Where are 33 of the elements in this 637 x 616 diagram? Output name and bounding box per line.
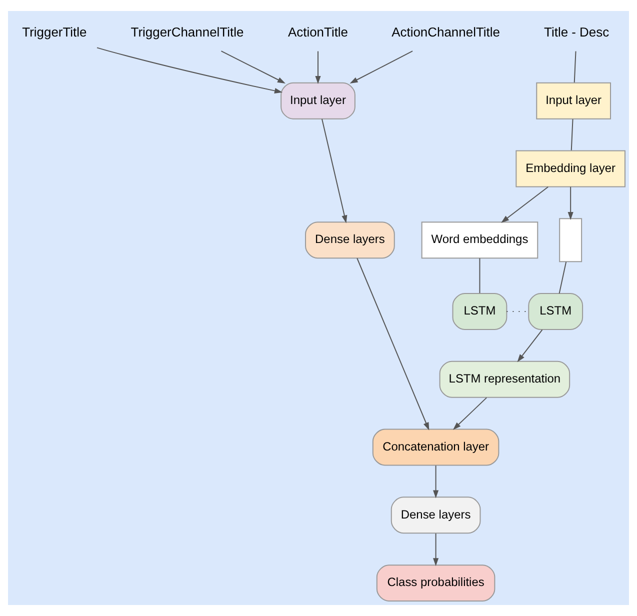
node-box (559, 218, 582, 262)
arrow (321, 118, 348, 224)
node-box: Class probabilities (376, 564, 496, 602)
arrow (315, 50, 321, 84)
connector (479, 258, 480, 294)
node-box: LSTM representation (439, 360, 570, 398)
node-box: LSTM (452, 293, 508, 330)
arrow (452, 397, 488, 430)
node-box: Embedding layer (516, 150, 626, 188)
arrow (517, 329, 543, 362)
arrow (433, 465, 439, 498)
connector (574, 50, 576, 83)
arrow (433, 532, 439, 566)
node-text: TriggerTitle (22, 24, 87, 40)
arrow (568, 186, 574, 220)
node-text: TriggerChannelTitle (130, 24, 244, 40)
connector (558, 261, 567, 294)
arrow (350, 50, 414, 84)
node-text: ActionTitle (288, 24, 348, 40)
node-box: Word embeddings (421, 222, 538, 259)
arrow (501, 186, 549, 223)
node-box: Concatenation layer (372, 428, 500, 466)
node-text: Title - Desc (544, 24, 610, 40)
node-box: LSTM (528, 293, 584, 330)
node-box: Dense layers (305, 222, 395, 259)
node-box: Dense layers (390, 496, 481, 534)
node-text: ActionChannelTitle (392, 24, 500, 40)
node-box: Input layer (536, 82, 611, 120)
arrow (220, 50, 286, 84)
connector (570, 118, 574, 151)
arrow (96, 47, 283, 94)
node-box: Input layer (280, 82, 356, 120)
arrow (356, 258, 430, 430)
